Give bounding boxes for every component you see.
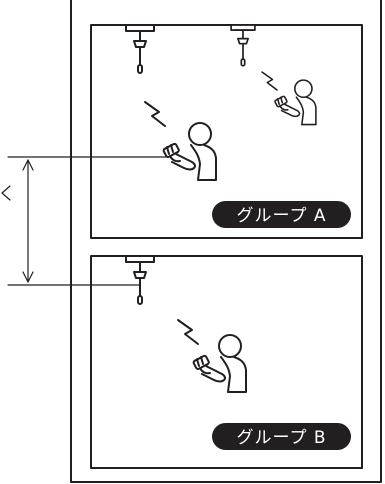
ceiling-microphone-icon [231, 25, 255, 66]
person-with-microphone-icon [193, 335, 246, 392]
building-outline [71, 0, 381, 482]
group-a-label: グループ A [236, 206, 326, 226]
ceiling-microphone-icon [126, 256, 154, 304]
wireless-signal-icon [178, 320, 198, 344]
group-b-label: グループ B [236, 428, 326, 448]
group-b-badge: グループ B [212, 423, 351, 450]
wireless-signal-icon [262, 72, 277, 90]
angle-bracket-icon [2, 186, 10, 200]
wireless-signal-icon [145, 102, 165, 126]
person-with-microphone-icon [163, 123, 216, 180]
ceiling-microphone-icon [126, 25, 154, 73]
group-a-badge: グループ A [212, 201, 351, 228]
person-with-microphone-icon [274, 80, 315, 124]
